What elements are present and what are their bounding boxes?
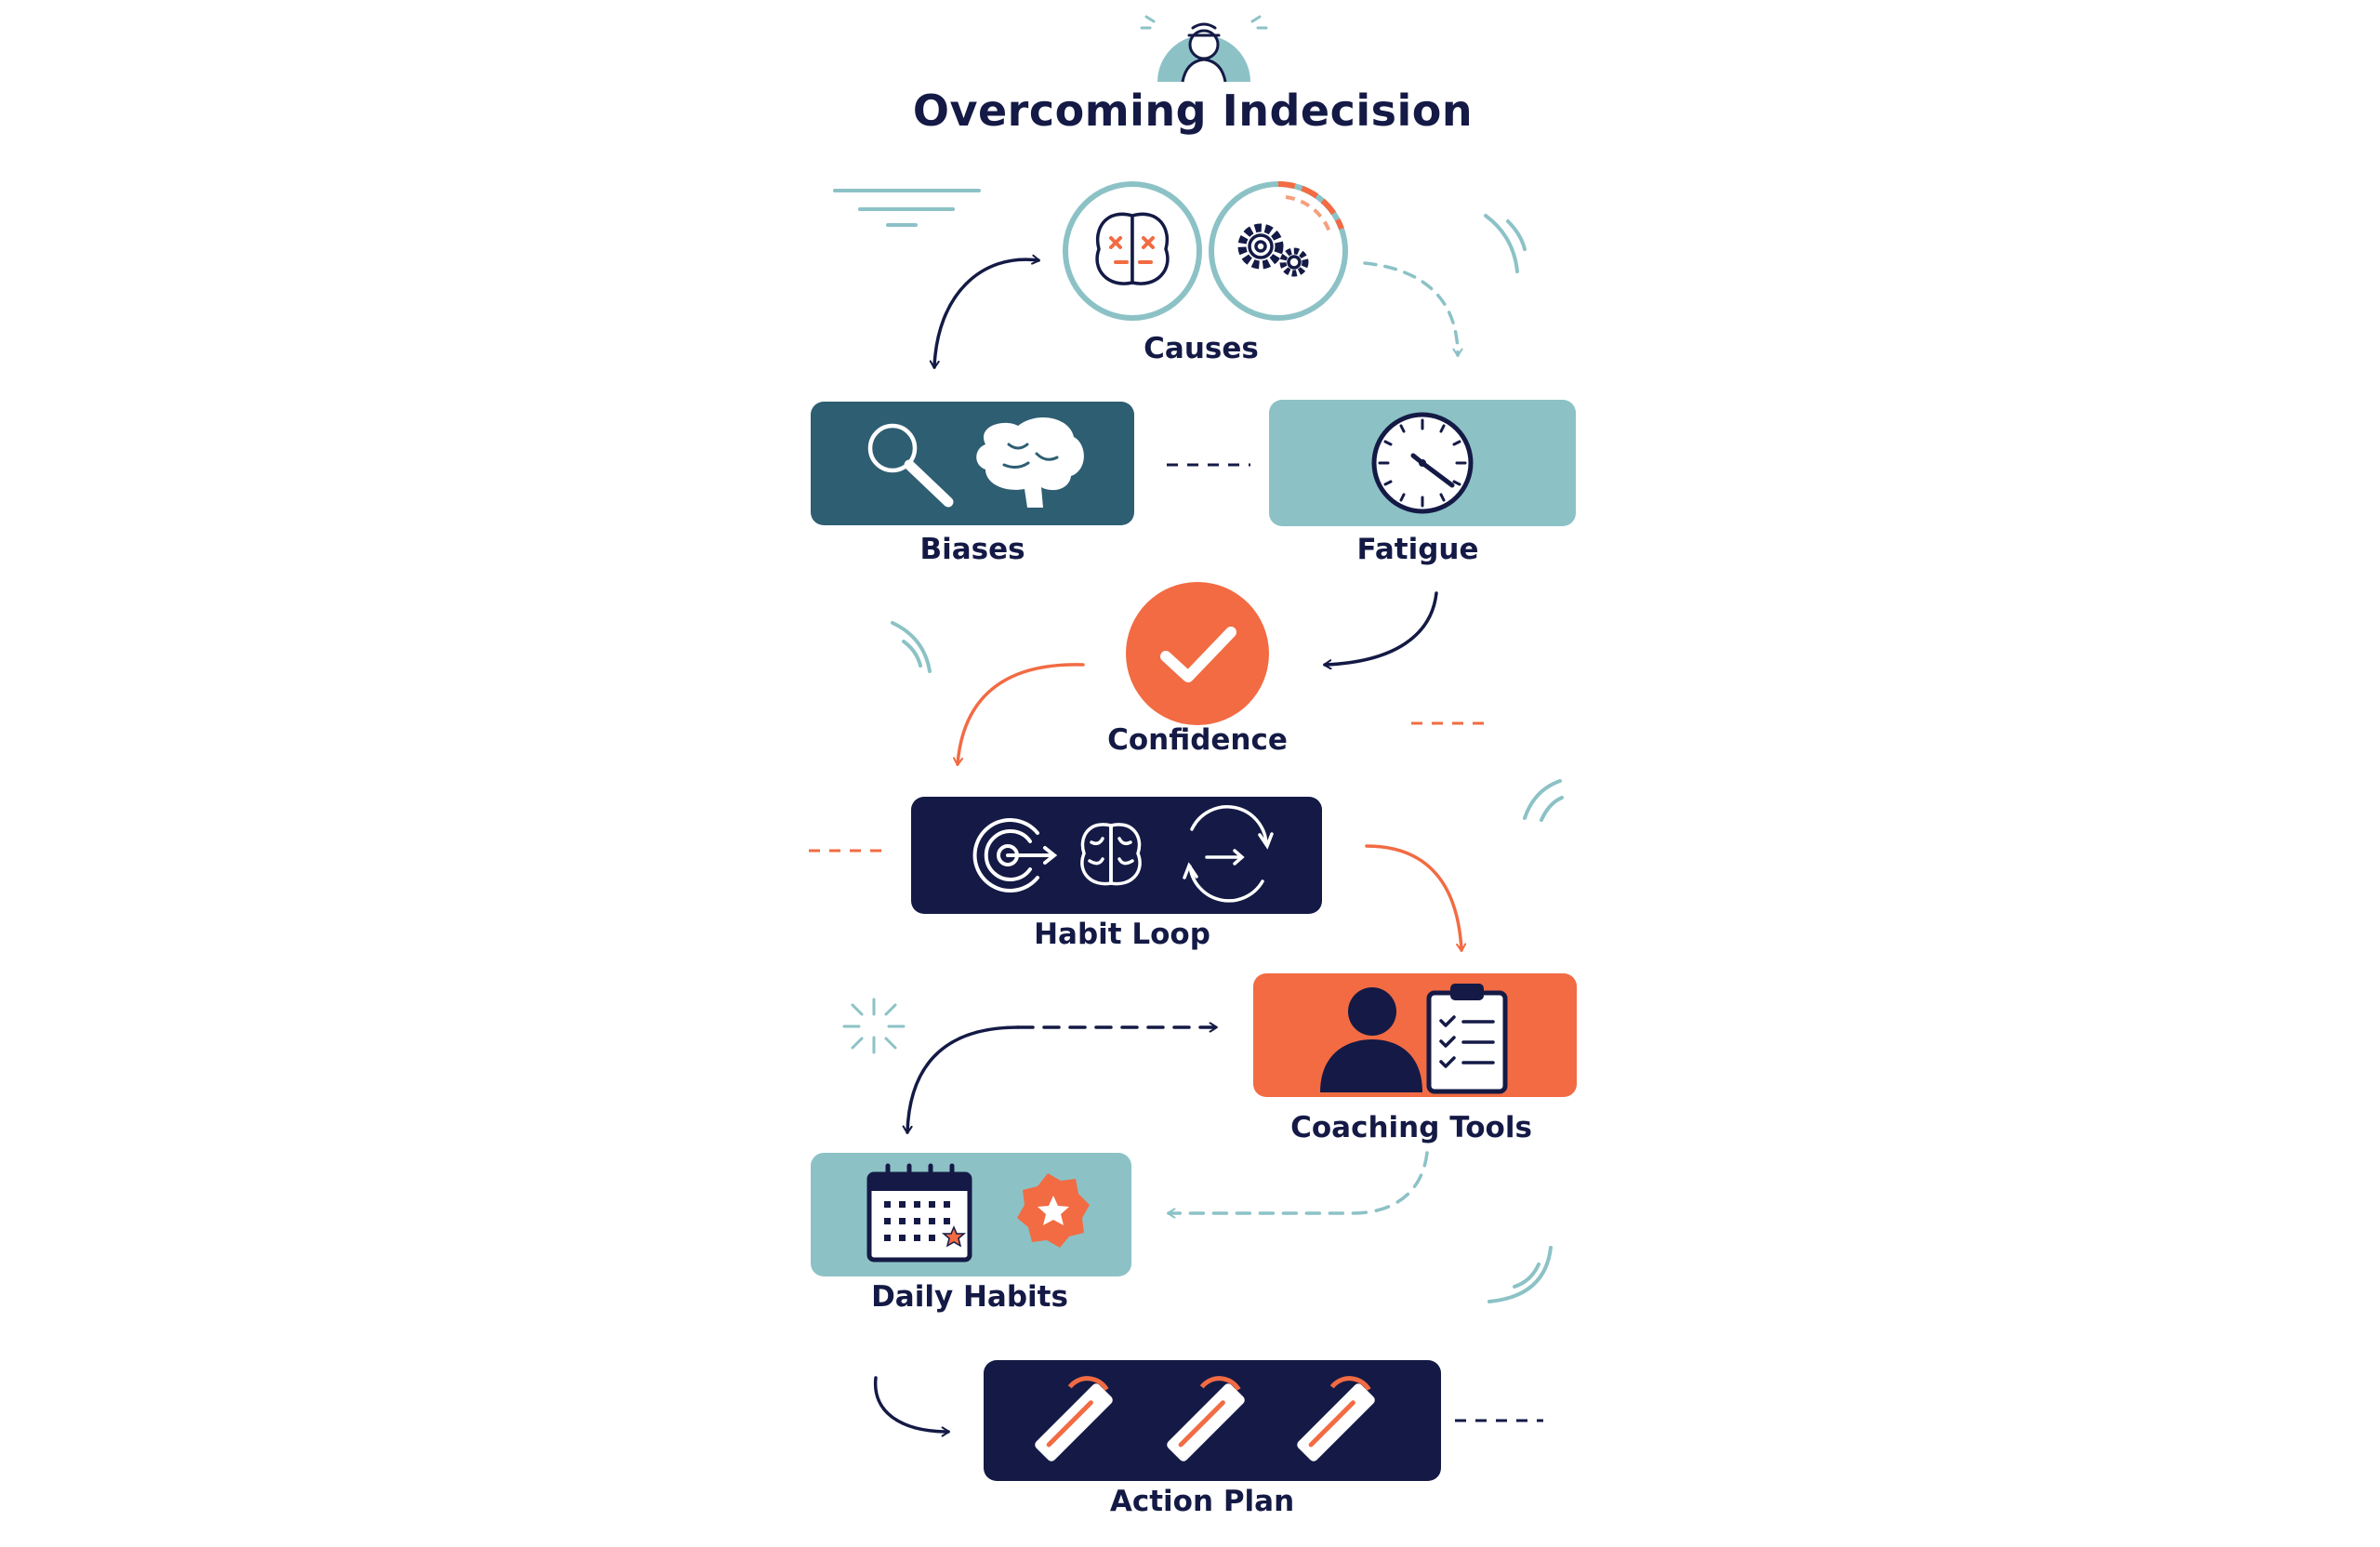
gears-icon (1237, 223, 1309, 277)
clipboard-icon (1426, 984, 1508, 1094)
coaching-tools-label: Coaching Tools (1290, 1111, 1532, 1144)
connectors (873, 259, 1461, 1432)
checkmark-icon (1160, 627, 1236, 682)
action-plan-label: Action Plan (1109, 1485, 1295, 1518)
daily-habits-node (811, 1153, 1131, 1276)
decor-lines-topleft (833, 189, 981, 227)
page-title: Overcoming Indecision (912, 86, 1474, 136)
biases-label: Biases (919, 533, 1025, 566)
sparkle-icon (842, 998, 906, 1054)
clock-icon (1371, 412, 1474, 514)
person-icon (1320, 987, 1422, 1092)
brain-icon (1095, 212, 1170, 285)
fatigue-node (1269, 400, 1576, 526)
person-header-icon (1140, 15, 1268, 83)
cycle-icon (1183, 805, 1274, 903)
coaching-tools-node (1253, 973, 1577, 1097)
decor-dashes (809, 463, 1543, 1422)
decor-arcs (891, 214, 1564, 1303)
brain-silhouette-icon (976, 416, 1084, 508)
star-badge-icon (1017, 1173, 1090, 1248)
calendar-icon (866, 1163, 972, 1263)
pencil-icon (1297, 1376, 1375, 1461)
action-plan-node (984, 1360, 1441, 1481)
confidence-node (1126, 582, 1269, 725)
biases-node (811, 402, 1134, 525)
target-icon (972, 818, 1058, 892)
causes-label: Causes (1144, 332, 1259, 365)
habit-loop-label: Habit Loop (1034, 918, 1210, 951)
brain-icon (1080, 823, 1142, 886)
confidence-label: Confidence (1107, 723, 1288, 757)
pencil-icon (1167, 1376, 1245, 1461)
pencil-icon (1035, 1376, 1113, 1461)
habit-loop-node (911, 797, 1322, 914)
magnifier-icon (867, 423, 954, 508)
causes-node (1063, 180, 1348, 321)
fatigue-label: Fatigue (1356, 533, 1479, 566)
daily-habits-label: Daily Habits (871, 1280, 1068, 1314)
